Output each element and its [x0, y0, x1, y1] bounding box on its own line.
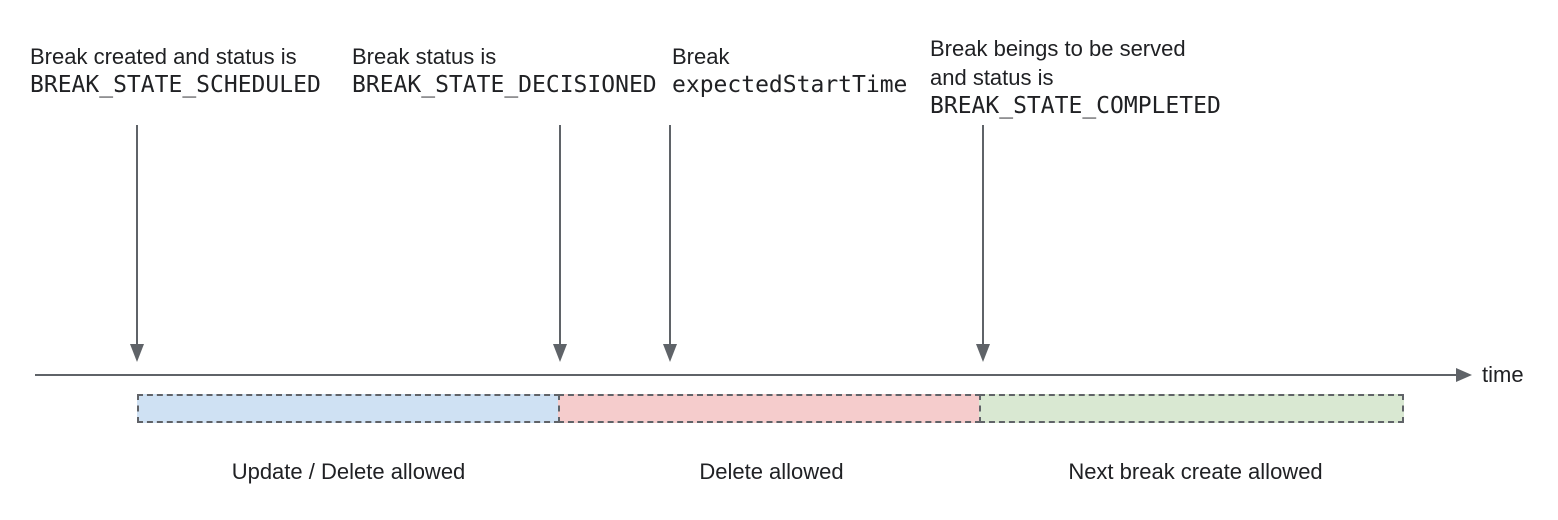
arrow-head: [553, 344, 567, 362]
annotation-expected-start-time: Break expectedStartTime: [672, 42, 907, 100]
annotation-break-decisioned: Break status is BREAK_STATE_DECISIONED: [352, 42, 657, 100]
arrow-head: [663, 344, 677, 362]
arrow-shaft: [669, 125, 671, 344]
segment-update-delete-allowed: [137, 394, 560, 423]
down-arrow-icon-completed: [975, 125, 991, 362]
period-segments: [137, 394, 1404, 423]
annotation-text: Break created and status is: [30, 44, 297, 69]
annotation-code: expectedStartTime: [672, 72, 908, 98]
label-update-delete-allowed: Update / Delete allowed: [231, 459, 466, 484]
label-delete-allowed: Delete allowed: [699, 459, 844, 484]
period-labels: Update / Delete allowed Delete allowed N…: [137, 459, 1408, 485]
arrow-shaft: [136, 125, 138, 344]
annotation-text: Break beings to be served: [930, 36, 1186, 61]
label-next-break-create-allowed: Next break create allowed: [1068, 459, 1323, 484]
annotation-text: and status is: [930, 65, 1054, 90]
annotation-code: BREAK_STATE_COMPLETED: [930, 93, 1221, 119]
down-arrow-icon-scheduled: [129, 125, 145, 362]
annotation-break-completed: Break beings to be served and status is …: [930, 34, 1221, 121]
time-axis-arrow-icon: [1456, 368, 1472, 382]
annotation-code: BREAK_STATE_DECISIONED: [352, 72, 657, 98]
annotation-text: Break: [672, 44, 730, 69]
annotation-text: Break status is: [352, 44, 497, 69]
time-axis-label: time: [1482, 362, 1524, 387]
arrow-head: [130, 344, 144, 362]
down-arrow-icon-decisioned: [552, 125, 568, 362]
time-axis-line: [35, 374, 1458, 376]
annotation-break-scheduled: Break created and status is BREAK_STATE_…: [30, 42, 321, 100]
arrow-head: [976, 344, 990, 362]
down-arrow-icon-expected-start: [662, 125, 678, 362]
segment-next-break-create-allowed: [979, 394, 1404, 423]
arrow-shaft: [559, 125, 561, 344]
segment-delete-allowed: [558, 394, 981, 423]
arrow-shaft: [982, 125, 984, 344]
annotation-code: BREAK_STATE_SCHEDULED: [30, 72, 321, 98]
